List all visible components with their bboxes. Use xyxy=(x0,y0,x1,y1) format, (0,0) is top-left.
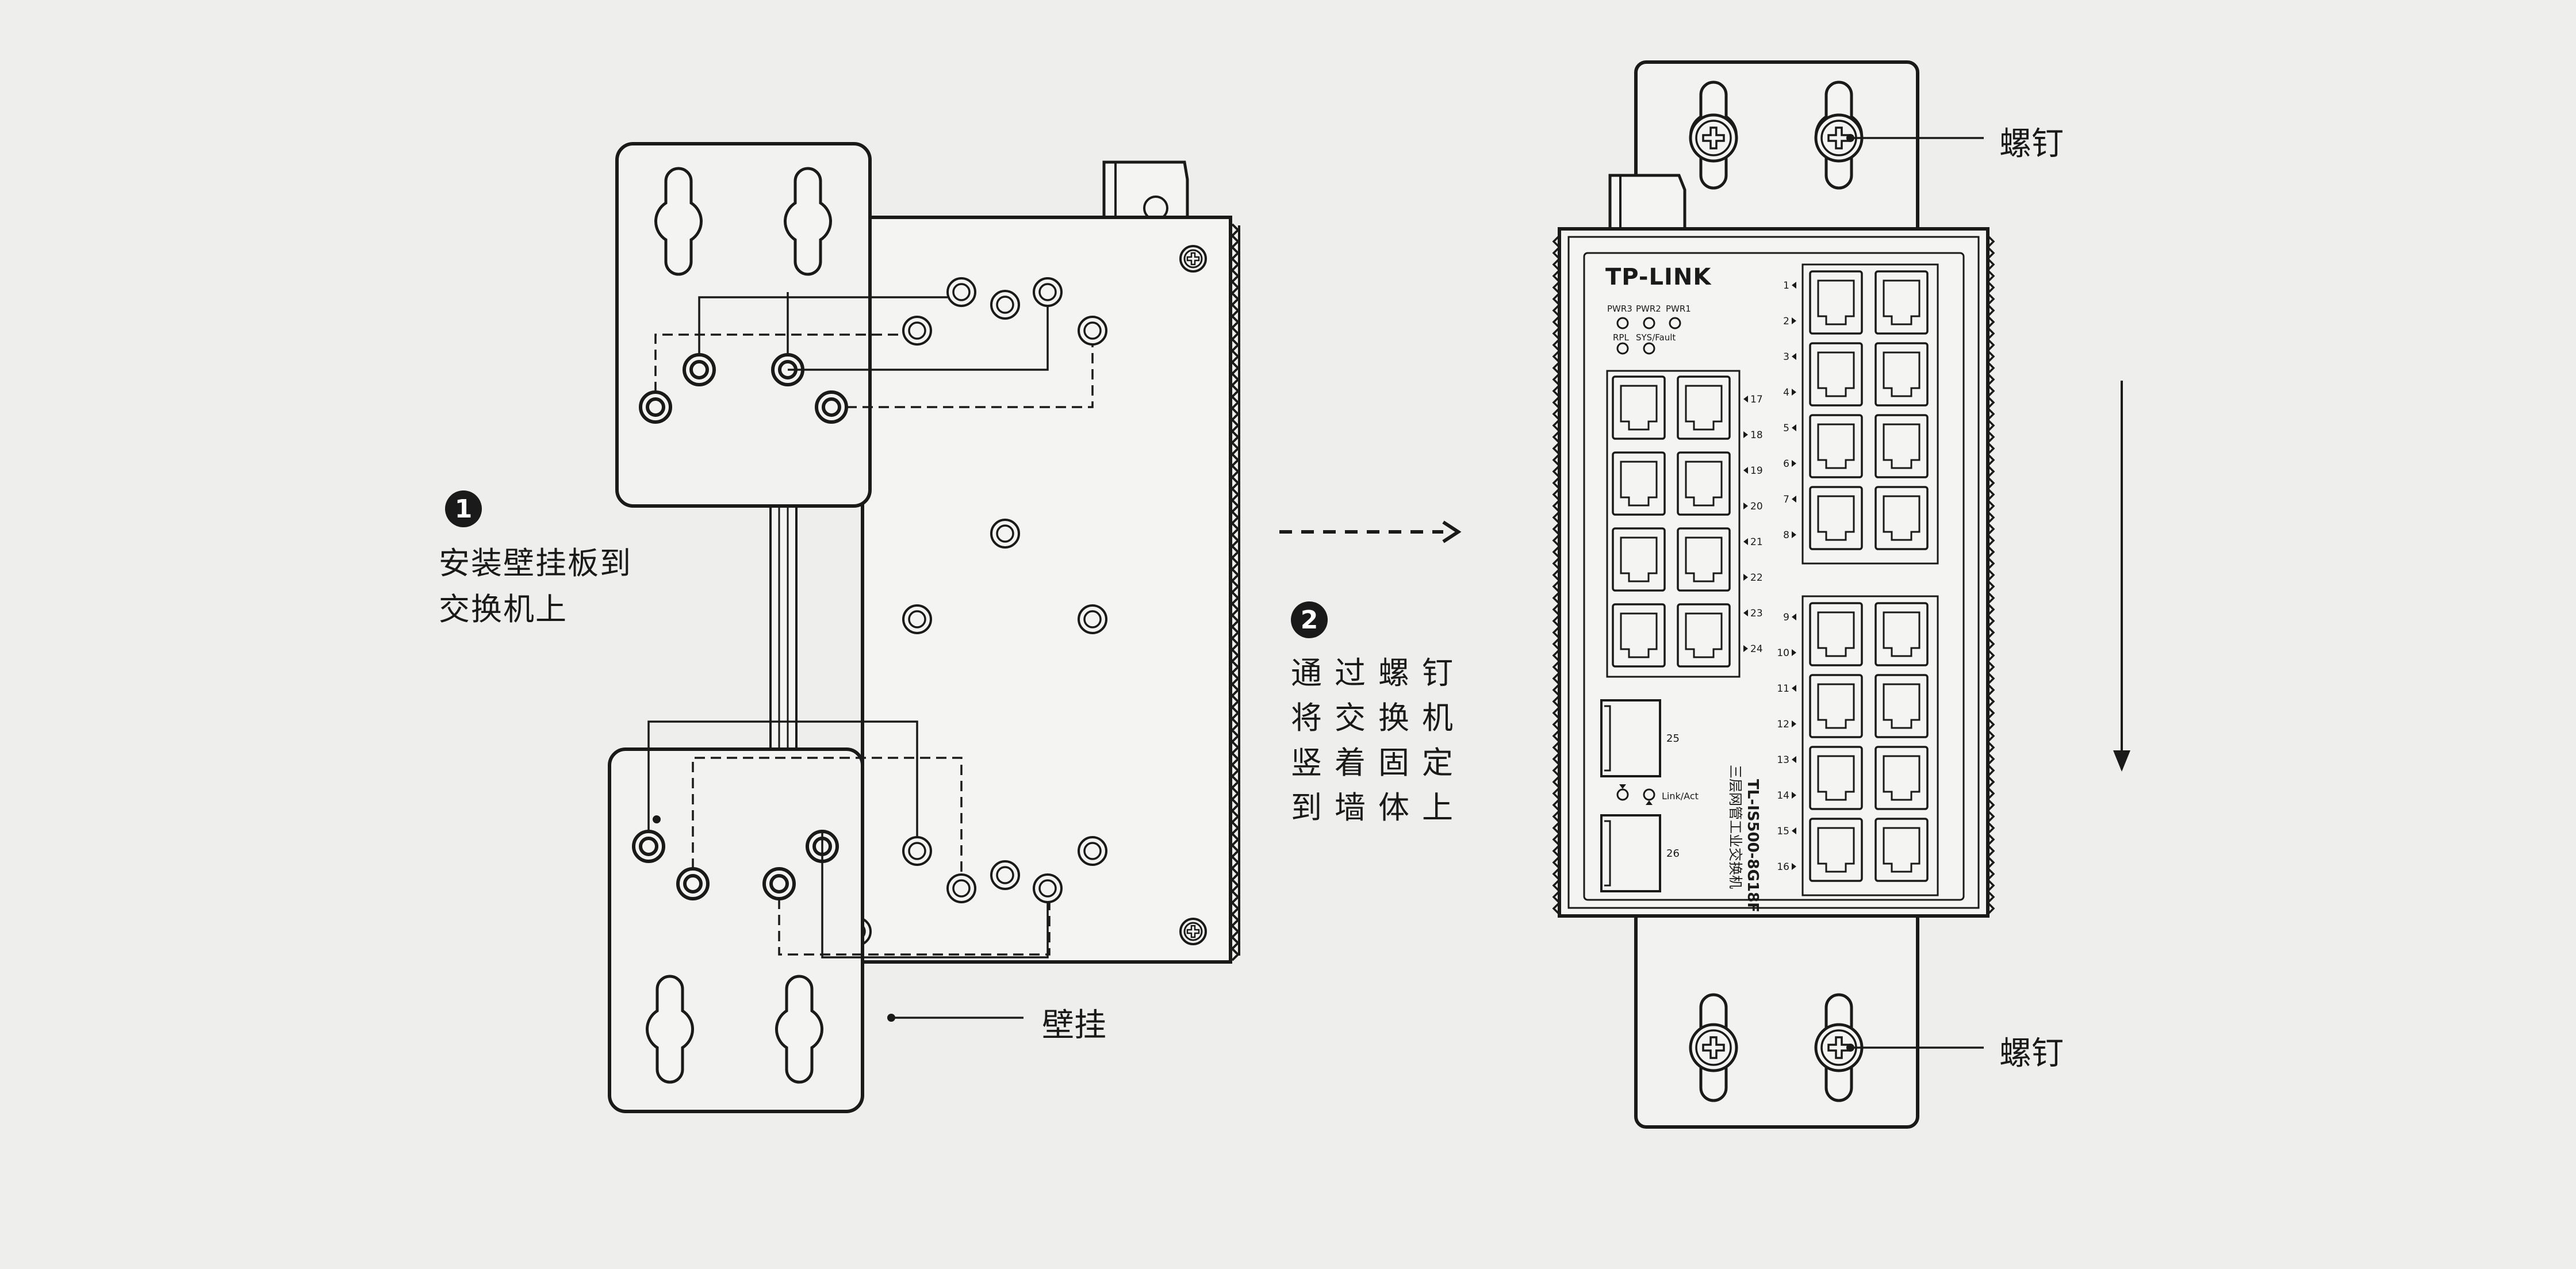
model-description: 三层网管工业交换机 xyxy=(1727,765,1743,889)
led-label-sys-fault: SYS/Fault xyxy=(1636,332,1676,343)
port-label-3: 3 xyxy=(1783,351,1789,363)
rj45-port xyxy=(1809,414,1863,478)
port-label-9: 9 xyxy=(1783,612,1789,623)
rj45-port xyxy=(1809,602,1863,666)
rj45-port xyxy=(1809,746,1863,810)
rj45-port xyxy=(1677,603,1731,668)
step-2-text-line-1: 通过螺钉 xyxy=(1291,655,1466,691)
step-1-text-line-2: 交换机上 xyxy=(439,591,568,627)
rj45-port xyxy=(1874,602,1929,666)
step-1-badge: 1 xyxy=(445,490,482,527)
sfp-port-26 xyxy=(1600,814,1661,892)
port-label-10: 10 xyxy=(1777,647,1789,659)
direction-arrow-down xyxy=(2113,381,2130,772)
alignment-lines-top xyxy=(654,292,1094,408)
port-label-17: 17 xyxy=(1750,394,1763,405)
brand-logo: TP-LINK xyxy=(1605,264,1712,290)
rj45-port xyxy=(1612,603,1666,668)
step-2-text-line-3: 竖着固定 xyxy=(1291,745,1466,781)
wall-mount-plate-bottom xyxy=(608,747,864,1113)
rj45-port xyxy=(1874,818,1929,882)
rj45-port xyxy=(1874,746,1929,810)
step-1-text-line-1: 安装壁挂板到 xyxy=(439,545,632,581)
port-label-22: 22 xyxy=(1750,572,1763,584)
led-label-pwr1: PWR1 xyxy=(1666,304,1691,314)
rj45-port xyxy=(1677,375,1731,440)
port-label-19: 19 xyxy=(1750,465,1763,477)
port-label-18: 18 xyxy=(1750,430,1763,441)
switch-back-side xyxy=(769,160,1240,964)
wall-mount-plate-top xyxy=(615,142,872,508)
screw-callout-top: 螺钉 xyxy=(1999,125,2064,163)
led-pwr3 xyxy=(1616,317,1629,329)
sfp-port-25 xyxy=(1600,699,1661,777)
port-label-14: 14 xyxy=(1777,790,1789,802)
rj45-port xyxy=(1677,451,1731,516)
led-sys-fault xyxy=(1643,342,1655,355)
alignment-lines-bottom xyxy=(647,720,1051,959)
led-label-pwr2: PWR2 xyxy=(1636,304,1661,314)
switch-front-panel: TP-LINK PWR3 PWR2 PWR1 RPL SYS/Fault 171… xyxy=(1552,174,1995,918)
led-label-pwr3: PWR3 xyxy=(1607,304,1632,314)
led-pwr1 xyxy=(1669,317,1681,329)
led-rpl xyxy=(1616,342,1629,355)
port-label-16: 16 xyxy=(1777,861,1789,873)
step-2-text-line-4: 到墙体上 xyxy=(1291,789,1466,826)
wall-plate-bottom-right xyxy=(1634,907,1984,1129)
rj45-port xyxy=(1677,527,1731,592)
rj45-port xyxy=(1874,270,1929,335)
port-label-13: 13 xyxy=(1777,754,1789,766)
model-label: TL-IS500-8G18F xyxy=(1744,779,1761,913)
port-label-6: 6 xyxy=(1783,458,1789,470)
sfp-label-26: 26 xyxy=(1666,848,1680,860)
port-labels-9-16: 9 10 11 12 13 14 15 16 xyxy=(1777,612,1796,873)
rj45-port xyxy=(1874,486,1929,550)
rj45-port xyxy=(1612,451,1666,516)
port-label-15: 15 xyxy=(1777,826,1789,837)
rj45-port xyxy=(1612,527,1666,592)
port-label-1: 1 xyxy=(1783,280,1789,292)
rj45-port xyxy=(1809,674,1863,738)
wall-plate-top-right xyxy=(1634,60,1984,248)
led-pwr2 xyxy=(1643,317,1655,329)
rj45-port xyxy=(1809,342,1863,407)
port-label-5: 5 xyxy=(1783,423,1789,434)
port-label-20: 20 xyxy=(1750,501,1763,512)
port-label-12: 12 xyxy=(1777,719,1789,730)
wall-mount-callout: 壁挂 xyxy=(1042,1007,1106,1044)
rj45-port xyxy=(1809,270,1863,335)
link-act-label: Link/Act xyxy=(1662,791,1699,802)
port-label-8: 8 xyxy=(1783,530,1789,541)
port-labels-1-8: 1 2 3 4 5 6 7 8 xyxy=(1783,280,1796,541)
sfp-label-25: 25 xyxy=(1666,733,1680,745)
screw-callout-bottom: 螺钉 xyxy=(1999,1035,2064,1072)
rj45-port xyxy=(1809,486,1863,550)
port-label-23: 23 xyxy=(1750,608,1763,619)
step-arrow xyxy=(1279,520,1462,543)
port-label-24: 24 xyxy=(1750,643,1763,655)
port-labels-17-24: 17 18 19 20 21 22 23 24 xyxy=(1743,394,1763,655)
rj45-port xyxy=(1612,375,1666,440)
led-label-rpl: RPL xyxy=(1613,332,1629,343)
rj45-port xyxy=(1874,414,1929,478)
port-label-4: 4 xyxy=(1783,387,1789,398)
step-2-badge: 2 xyxy=(1291,601,1328,638)
port-label-7: 7 xyxy=(1783,494,1789,505)
rj45-port xyxy=(1874,342,1929,407)
rj45-port xyxy=(1809,818,1863,882)
port-label-2: 2 xyxy=(1783,316,1789,327)
step-2-text-line-2: 将交换机 xyxy=(1291,700,1466,736)
rj45-port xyxy=(1874,674,1929,738)
port-label-21: 21 xyxy=(1750,536,1763,548)
port-label-11: 11 xyxy=(1777,683,1789,695)
